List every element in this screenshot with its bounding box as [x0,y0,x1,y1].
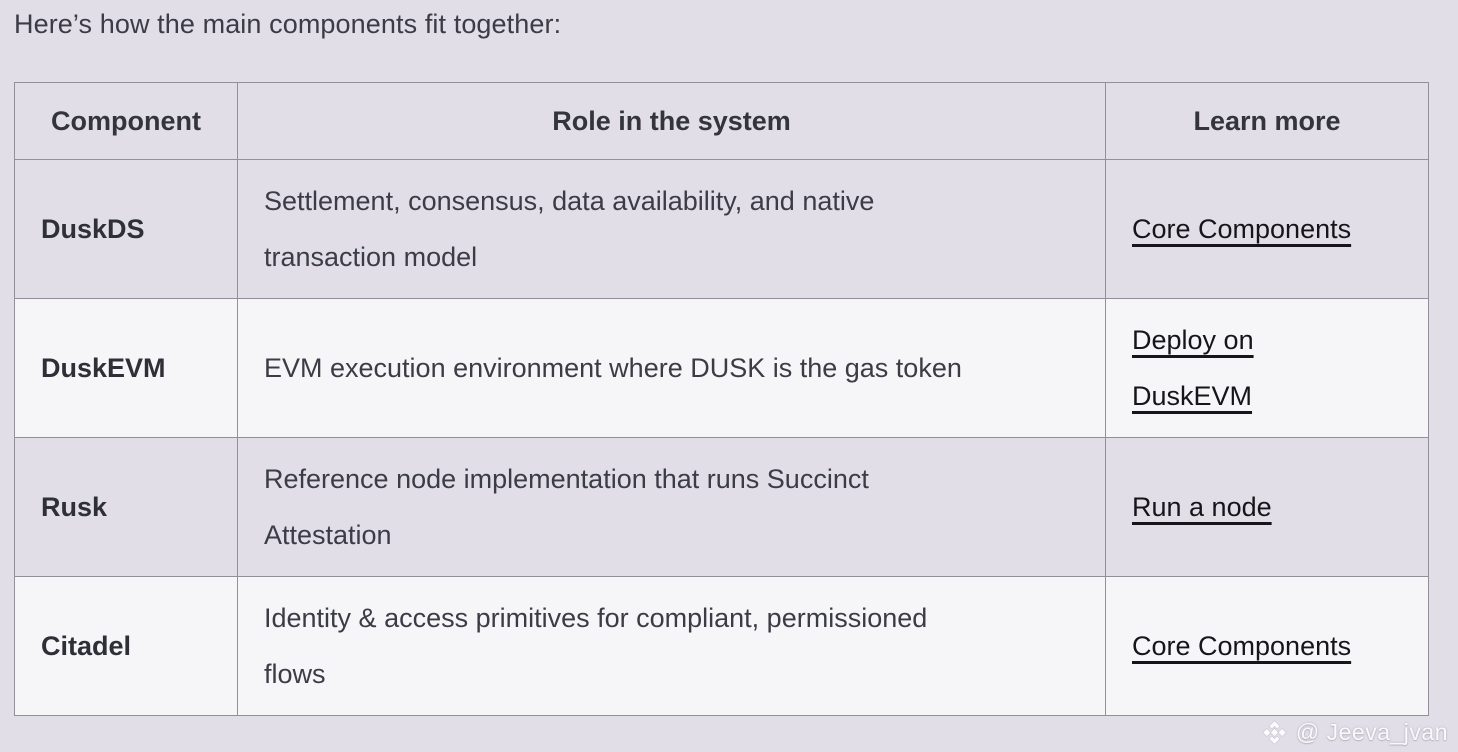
table-row-citadel: Citadel Identity & access primitives for… [14,576,1429,716]
header-learn-more: Learn more [1105,82,1429,160]
component-role: Identity & access primitives for complia… [237,576,1106,716]
learn-more-link[interactable]: Deploy on DuskEVM [1132,325,1254,411]
table-header-row: Component Role in the system Learn more [14,82,1429,160]
learn-more-link[interactable]: Core Components [1132,631,1352,661]
component-role: Reference node implementation that runs … [237,437,1106,577]
component-role: Settlement, consensus, data availability… [237,159,1106,299]
watermark-handle: @ Jeeva_jvan [1295,719,1448,745]
learn-more-link[interactable]: Core Components [1132,214,1352,244]
learn-more-link[interactable]: Run a node [1132,492,1272,522]
intro-heading: Here’s how the main components fit toget… [14,9,562,39]
component-name: DuskDS [14,159,238,299]
header-component: Component [14,82,238,160]
component-name: Rusk [14,437,238,577]
component-role: EVM execution environment where DUSK is … [237,298,1106,438]
table-row-duskds: DuskDS Settlement, consensus, data avail… [14,159,1429,299]
binance-diamond-icon [1261,719,1288,746]
header-role: Role in the system [237,82,1106,160]
watermark: @ Jeeva_jvan [1261,719,1448,746]
components-table: Component Role in the system Learn more … [14,82,1429,716]
component-name: DuskEVM [14,298,238,438]
table-row-rusk: Rusk Reference node implementation that … [14,437,1429,577]
table-row-duskevm: DuskEVM EVM execution environment where … [14,298,1429,438]
component-name: Citadel [14,576,238,716]
